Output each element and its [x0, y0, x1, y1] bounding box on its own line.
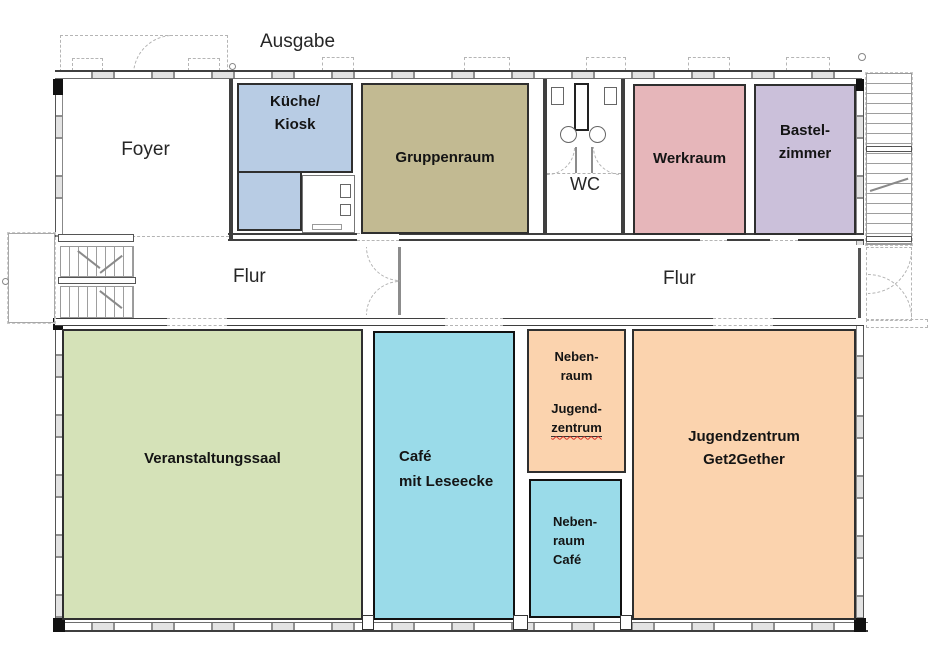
roof-mark [786, 57, 830, 71]
site-marker [858, 53, 866, 61]
wc-toilet [589, 126, 606, 143]
stair-landing [866, 146, 912, 152]
stairs-left-upper-flight [60, 246, 134, 277]
site-marker [2, 278, 9, 285]
exterior-dash-strip [866, 319, 928, 328]
canopy-post-right [188, 58, 220, 76]
utility-fixture [340, 184, 351, 198]
room-cafe: Café mit Leseecke [373, 331, 515, 620]
door-opening [445, 318, 503, 326]
label-ausgabe: Ausgabe [260, 31, 336, 52]
room-kueche-kiosk-annex [237, 171, 302, 231]
room-label-bastelzimmer: Bastel- zimmer [778, 122, 832, 162]
foyer-corridor-open-boundary [63, 236, 229, 237]
nebenraum-jz-label-top: Neben- raum [554, 349, 599, 383]
wall-corner-mark [856, 79, 864, 91]
door-opening [713, 318, 773, 326]
room-kueche-kiosk: Küche/ Kiosk [237, 83, 353, 173]
stairs-left-lower-flight [60, 286, 134, 318]
room-label-cafe: Café mit Leseecke [399, 448, 494, 490]
wall-corner-mark [854, 618, 866, 632]
room-bastelzimmer: Bastel- zimmer [754, 84, 856, 235]
stair-landing [866, 236, 912, 242]
pillar [620, 615, 632, 630]
roof-mark [586, 57, 626, 71]
wc-sink [604, 87, 617, 105]
room-veranstaltungssaal: Veranstaltungssaal [62, 329, 363, 620]
roof-mark [688, 57, 730, 71]
wall-right [856, 79, 864, 632]
wall-corner-mark [53, 79, 63, 95]
room-nebenraum-cafe: Neben- raum Café [529, 479, 622, 618]
door-opening [357, 233, 399, 241]
wall-wc-right [621, 79, 625, 234]
stair-landing [58, 277, 136, 284]
room-label-jugendzentrum: Jugendzentrum Get2Gether [688, 428, 800, 468]
roof-mark [322, 57, 354, 71]
nebenraum-jz-label-zentrum: zentrum [551, 419, 602, 437]
wall-wc-left [543, 79, 547, 234]
utility-fixture [312, 224, 342, 230]
pillar [513, 615, 528, 630]
wall-upper-rooms-corridor [228, 233, 864, 241]
utility-fixture [340, 204, 351, 216]
wall-left-upper [55, 79, 63, 237]
wc-door-leaf [591, 147, 593, 173]
stair-tower-left [7, 232, 56, 324]
wall-corner-mark [53, 618, 65, 632]
exit-porch [866, 247, 912, 321]
stairs-right [865, 72, 913, 246]
label-wc: WC [570, 174, 600, 194]
wc-toilet [560, 126, 577, 143]
room-gruppenraum: Gruppenraum [361, 83, 529, 234]
wc-sink [551, 87, 564, 105]
room-label-gruppenraum: Gruppenraum [395, 149, 495, 167]
pillar [362, 615, 374, 630]
room-jugendzentrum: Jugendzentrum Get2Gether [632, 329, 856, 620]
canopy-post-left [72, 58, 103, 76]
wc-vestibule-line [547, 173, 621, 174]
room-label-nebenraum-cafe: Neben- raum Café [553, 514, 598, 567]
room-label-werkraum: Werkraum [652, 150, 727, 168]
room-werkraum: Werkraum [633, 84, 746, 235]
roof-mark [464, 57, 510, 71]
wall-foyer-kueche [229, 79, 233, 241]
room-label-nebenraum-jugendzentrum: Neben- raum Jugend- zentrum [551, 348, 602, 437]
wall-bottom-window-band [55, 622, 868, 632]
site-marker [229, 63, 236, 70]
nebenraum-jz-label-jugend: Jugend- [551, 400, 602, 416]
room-label-kueche-kiosk: Küche/ Kiosk [269, 93, 320, 133]
stair-wall-stub [58, 234, 134, 242]
room-nebenraum-jugendzentrum: Neben- raum Jugend- zentrum [527, 329, 626, 473]
wc-door-leaf [575, 147, 577, 173]
room-label-veranstaltungssaal: Veranstaltungssaal [144, 450, 281, 468]
label-foyer: Foyer [121, 138, 170, 160]
door-opening [167, 318, 227, 326]
wall-top-window-band [55, 70, 862, 79]
label-flur-left: Flur [233, 266, 266, 287]
label-flur-right: Flur [663, 268, 696, 289]
room-foyer: Foyer [63, 79, 228, 237]
wc-plumbing-wall [574, 83, 589, 131]
exit-door-leaf [858, 248, 861, 318]
